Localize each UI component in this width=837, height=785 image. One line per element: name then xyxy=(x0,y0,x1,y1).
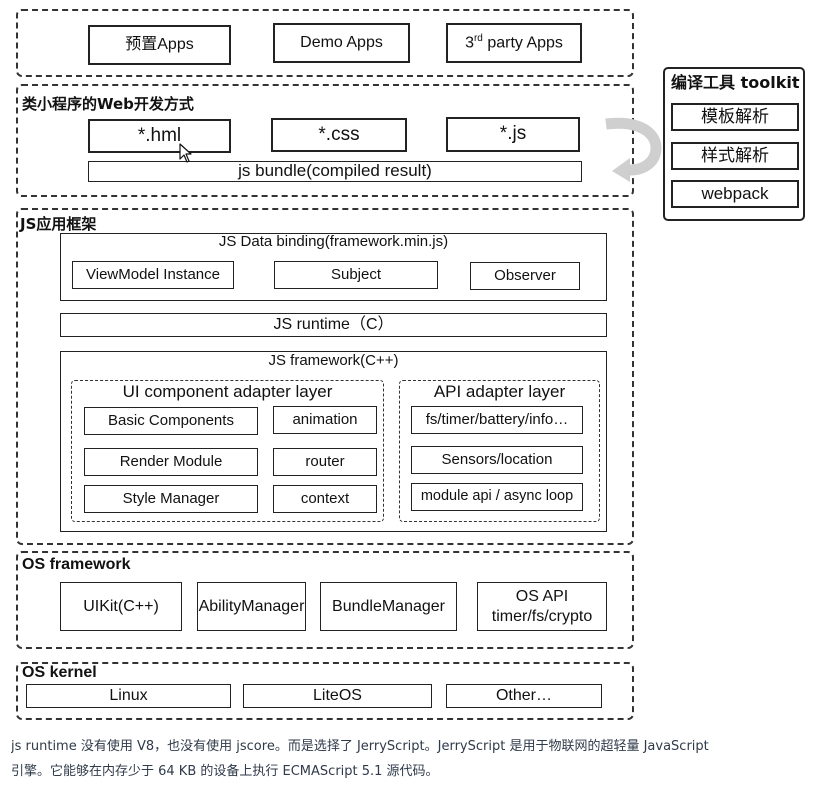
toolkit-panel xyxy=(663,67,805,221)
bundle-manager-label: BundleManager xyxy=(332,597,445,615)
demo-apps-box: Demo Apps xyxy=(273,23,410,63)
third-party-prefix: 3 xyxy=(465,34,474,52)
hml-file-label: *.hml xyxy=(137,124,182,146)
module-api-box: module api / async loop xyxy=(411,483,583,511)
fs-timer-box: fs/timer/battery/info… xyxy=(411,406,583,434)
os-framework-title: OS framework xyxy=(22,556,131,573)
js-file-box: *.js xyxy=(446,117,580,152)
subject-label: Subject xyxy=(330,266,382,283)
style-manager-box: Style Manager xyxy=(84,485,258,513)
context-label: context xyxy=(300,490,350,507)
viewmodel-instance-box: ViewModel Instance xyxy=(72,261,234,289)
other-label: Other… xyxy=(495,687,552,705)
web-dev-layer xyxy=(16,84,634,197)
apps-layer xyxy=(16,9,634,77)
other-box: Other… xyxy=(446,684,602,708)
data-binding-title: JS Data binding(framework.min.js) xyxy=(218,233,449,250)
js-app-framework-layer xyxy=(16,208,634,545)
css-file-box: *.css xyxy=(271,118,407,152)
caption-line-2: 引擎。它能够在内存少于 64 KB 的设备上执行 ECMAScript 5.1 … xyxy=(11,764,439,779)
preset-apps-label: 预置Apps xyxy=(125,36,194,54)
third-party-sup: rd xyxy=(473,33,483,45)
js-app-framework-title: JS应用框架 xyxy=(20,215,97,233)
template-parse-box: 模板解析 xyxy=(671,103,799,131)
uikit-box: UIKit(C++) xyxy=(60,582,182,631)
ui-adapter-title: UI component adapter layer xyxy=(122,382,333,401)
os-kernel-layer xyxy=(16,662,634,720)
viewmodel-instance-label: ViewModel Instance xyxy=(86,266,220,283)
liteos-box: LiteOS xyxy=(243,684,432,708)
toolkit-title: 编译工具 toolkit xyxy=(671,73,800,92)
module-api-label: module api / async loop xyxy=(420,488,574,505)
basic-components-label: Basic Components xyxy=(108,412,234,429)
api-adapter-layer xyxy=(399,380,600,522)
subject-box: Subject xyxy=(274,261,438,289)
uikit-label: UIKit(C++) xyxy=(83,597,159,615)
observer-box: Observer xyxy=(470,262,580,290)
style-parse-label: 样式解析 xyxy=(701,145,769,165)
sensors-location-label: Sensors/location xyxy=(441,451,553,468)
observer-label: Observer xyxy=(494,267,556,284)
hml-file-box: *.hml xyxy=(88,119,231,153)
demo-apps-label: Demo Apps xyxy=(300,34,383,52)
ui-adapter-layer xyxy=(71,380,384,522)
ability-manager-label: AbilityManager xyxy=(198,597,305,615)
context-box: context xyxy=(273,485,377,513)
caption-line-1: js runtime 没有使用 V8，也没有使用 jscore。而是选择了 Je… xyxy=(11,739,709,754)
os-api-box: OS API timer/fs/crypto xyxy=(477,582,607,631)
liteos-label: LiteOS xyxy=(313,687,362,705)
os-framework-layer xyxy=(16,551,634,649)
compile-arrow-icon xyxy=(605,117,662,182)
webpack-label: webpack xyxy=(701,183,769,203)
js-bundle-box: js bundle(compiled result) xyxy=(88,161,582,182)
js-runtime-label: JS runtime（C） xyxy=(273,316,394,334)
third-party-apps-box: 3rd party Apps xyxy=(446,23,582,63)
os-kernel-title: OS kernel xyxy=(22,664,97,681)
linux-box: Linux xyxy=(26,684,231,708)
basic-components-box: Basic Components xyxy=(84,407,258,435)
os-api-sub-label: timer/fs/crypto xyxy=(491,607,593,625)
router-label: router xyxy=(305,453,345,470)
css-file-label: *.css xyxy=(318,123,360,145)
web-dev-title: 类小程序的Web开发方式 xyxy=(22,95,194,113)
bundle-manager-box: BundleManager xyxy=(320,582,457,631)
template-parse-label: 模板解析 xyxy=(701,106,769,126)
js-framework-cpp-title: JS framework(C++) xyxy=(268,352,399,369)
js-framework-cpp-panel xyxy=(60,351,607,532)
animation-box: animation xyxy=(273,406,377,434)
js-runtime-box: JS runtime（C） xyxy=(60,313,607,337)
animation-label: animation xyxy=(292,411,358,428)
render-module-label: Render Module xyxy=(119,453,223,470)
js-file-label: *.js xyxy=(499,123,527,145)
data-binding-panel xyxy=(60,233,607,301)
webpack-box: webpack xyxy=(671,180,799,208)
api-adapter-title: API adapter layer xyxy=(433,382,566,401)
render-module-box: Render Module xyxy=(84,448,258,476)
fs-timer-label: fs/timer/battery/info… xyxy=(425,411,569,428)
os-api-label: OS API xyxy=(515,588,569,606)
third-party-rest: party Apps xyxy=(487,34,563,52)
sensors-location-box: Sensors/location xyxy=(411,446,583,474)
preset-apps-box: 预置Apps xyxy=(88,25,231,65)
router-box: router xyxy=(273,448,377,476)
style-manager-label: Style Manager xyxy=(122,490,220,507)
style-parse-box: 样式解析 xyxy=(671,142,799,170)
linux-label: Linux xyxy=(109,687,148,705)
ability-manager-box: AbilityManager xyxy=(197,582,306,631)
mouse-cursor-icon xyxy=(179,143,192,163)
js-bundle-label: js bundle(compiled result) xyxy=(238,161,432,181)
third-party-apps-label: 3rd party Apps xyxy=(465,33,563,53)
